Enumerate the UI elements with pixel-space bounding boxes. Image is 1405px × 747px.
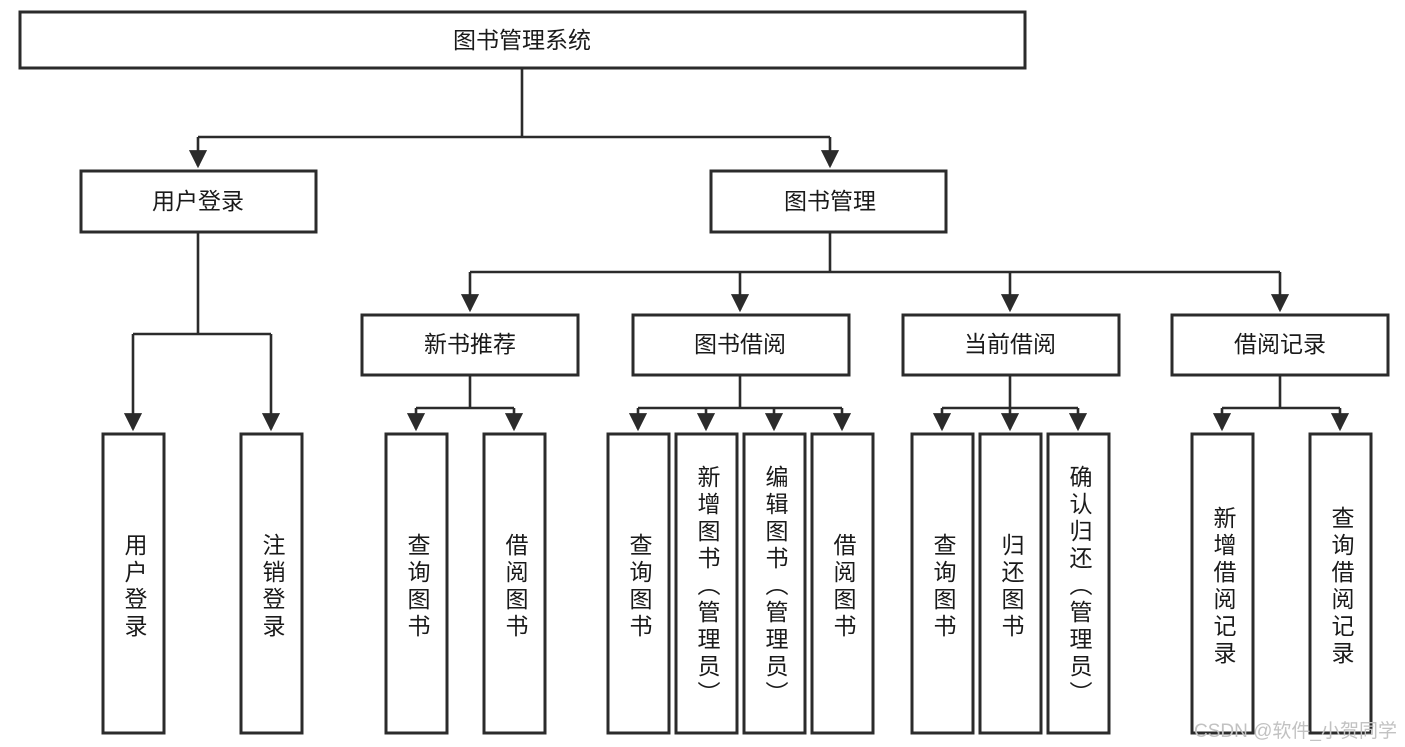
node-leaf-borrow-book-2-box [810, 432, 875, 735]
node-leaf-confirm-return[interactable]: 确认归还（管理员） [1046, 432, 1111, 735]
node-leaf-add-book-label: 新增图书（管理员） [694, 465, 720, 708]
node-current-borrow-label: 当前借阅 [964, 331, 1056, 357]
node-leaf-query-book-3-box [910, 432, 975, 735]
node-leaf-query-record[interactable]: 查询借阅记录 [1308, 432, 1373, 735]
node-borrow-record[interactable]: 借阅记录 [1170, 313, 1390, 377]
node-book-manage-label: 图书管理 [784, 188, 876, 214]
node-borrow-record-label: 借阅记录 [1234, 331, 1326, 357]
node-leaf-add-book[interactable]: 新增图书（管理员） [674, 432, 739, 735]
node-leaf-query-book-2[interactable]: 查询图书 [606, 432, 671, 735]
node-leaf-user-logout[interactable]: 注销登录 [239, 432, 304, 735]
node-user-login-label: 用户登录 [152, 188, 244, 214]
node-leaf-borrow-book-1-label: 借阅图书 [502, 532, 528, 641]
node-leaf-user-login-label: 用户登录 [121, 532, 147, 641]
node-leaf-user-login[interactable]: 用户登录 [101, 432, 166, 735]
node-leaf-user-logout-box [239, 432, 304, 735]
node-leaf-confirm-return-box [1046, 432, 1111, 735]
node-book-borrow-box [631, 313, 851, 377]
node-current-borrow[interactable]: 当前借阅 [901, 313, 1121, 377]
node-leaf-query-book-3[interactable]: 查询图书 [910, 432, 975, 735]
node-current-borrow-box [901, 313, 1121, 377]
node-book-borrow-label: 图书借阅 [694, 331, 786, 357]
node-leaf-borrow-book-2-label: 借阅图书 [830, 532, 856, 641]
node-new-book-recommend-label: 新书推荐 [424, 331, 516, 357]
node-book-borrow[interactable]: 图书借阅 [631, 313, 851, 377]
node-leaf-query-book-2-label: 查询图书 [626, 532, 652, 641]
node-leaf-add-book-box [674, 432, 739, 735]
connector-layer [123, 68, 1350, 432]
node-leaf-borrow-book-1-box [482, 432, 547, 735]
node-leaf-return-book-box [978, 432, 1043, 735]
node-root[interactable]: 图书管理系统 [18, 10, 1027, 70]
node-root-box [18, 10, 1027, 70]
node-leaf-confirm-return-label: 确认归还（管理员） [1066, 465, 1092, 708]
node-leaf-edit-book-label: 编辑图书（管理员） [762, 465, 788, 708]
node-leaf-user-login-box [101, 432, 166, 735]
node-leaf-add-record-box [1190, 432, 1255, 735]
node-book-manage[interactable]: 图书管理 [709, 169, 948, 234]
node-user-login[interactable]: 用户登录 [79, 169, 318, 234]
node-leaf-query-book-2-box [606, 432, 671, 735]
node-root-label: 图书管理系统 [453, 27, 591, 53]
node-leaf-query-book-1[interactable]: 查询图书 [384, 432, 449, 735]
node-leaf-return-book[interactable]: 归还图书 [978, 432, 1043, 735]
node-leaf-add-record-label: 新增借阅记录 [1210, 505, 1236, 668]
node-leaf-add-record[interactable]: 新增借阅记录 [1190, 432, 1255, 735]
node-new-book-recommend-box [360, 313, 580, 377]
node-book-manage-box [709, 169, 948, 234]
node-leaf-borrow-book-1[interactable]: 借阅图书 [482, 432, 547, 735]
node-borrow-record-box [1170, 313, 1390, 377]
node-leaf-edit-book-box [742, 432, 807, 735]
node-leaf-user-logout-label: 注销登录 [259, 532, 285, 641]
node-leaf-query-book-1-box [384, 432, 449, 735]
node-leaf-return-book-label: 归还图书 [998, 532, 1024, 641]
node-leaf-query-book-3-label: 查询图书 [930, 532, 956, 641]
node-new-book-recommend[interactable]: 新书推荐 [360, 313, 580, 377]
node-leaf-edit-book[interactable]: 编辑图书（管理员） [742, 432, 807, 735]
node-leaf-borrow-book-2[interactable]: 借阅图书 [810, 432, 875, 735]
node-leaf-query-book-1-label: 查询图书 [404, 532, 430, 641]
node-leaf-query-record-box [1308, 432, 1373, 735]
node-leaf-query-record-label: 查询借阅记录 [1328, 505, 1354, 668]
node-user-login-box [79, 169, 318, 234]
